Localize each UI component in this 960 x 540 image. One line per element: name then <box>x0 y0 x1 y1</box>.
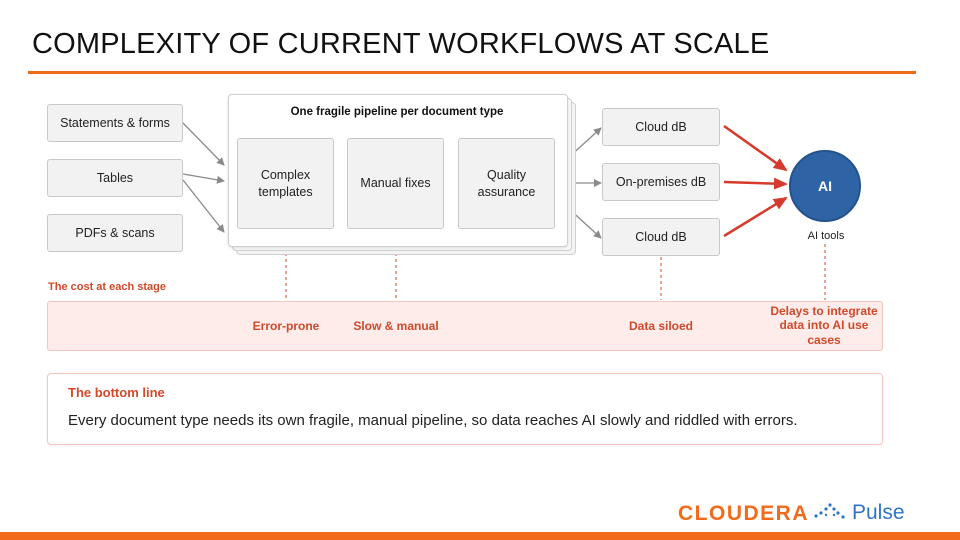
cost-item: Delays to integrate data into AI use cas… <box>770 304 878 347</box>
bottom-line-text: Every document type needs its own fragil… <box>68 412 798 429</box>
title-divider <box>28 71 916 74</box>
slide-title: COMPLEXITY OF CURRENT WORKFLOWS AT SCALE <box>32 28 770 60</box>
arrow-source-3 <box>182 179 225 233</box>
arrow-source-2 <box>182 173 225 184</box>
ai-node: AI <box>789 150 861 222</box>
arrow-ai-3 <box>723 196 788 238</box>
arrow-ai-1 <box>723 124 788 172</box>
pulse-dots-icon <box>814 503 845 519</box>
cost-item: Slow & manual <box>353 319 439 333</box>
arrow-source-1 <box>182 122 225 166</box>
stage-box: Manual fixes <box>347 138 444 229</box>
cost-item: Error-prone <box>252 319 320 333</box>
cost-band <box>47 301 883 351</box>
destination-box: Cloud dB <box>602 108 720 146</box>
destination-box: Cloud dB <box>602 218 720 256</box>
product-logo-text: Pulse <box>852 501 905 524</box>
cost-section-label: The cost at each stage <box>48 281 166 293</box>
bottom-line-card <box>47 373 883 445</box>
ai-caption: AI tools <box>807 230 845 242</box>
footer-bar <box>0 532 960 540</box>
source-box: PDFs & scans <box>47 214 183 252</box>
cost-item: Data siloed <box>628 319 694 333</box>
source-box: Tables <box>47 159 183 197</box>
pipeline-title: One fragile pipeline per document type <box>290 106 504 118</box>
brand-logo-text: CLOUDERA <box>678 502 809 525</box>
stage-box: Complex templates <box>237 138 334 229</box>
stage-box: Quality assurance <box>458 138 555 229</box>
source-box: Statements & forms <box>47 104 183 142</box>
bottom-line-title: The bottom line <box>68 385 165 400</box>
arrow-ai-2 <box>723 177 788 190</box>
destination-box: On-premises dB <box>602 163 720 201</box>
